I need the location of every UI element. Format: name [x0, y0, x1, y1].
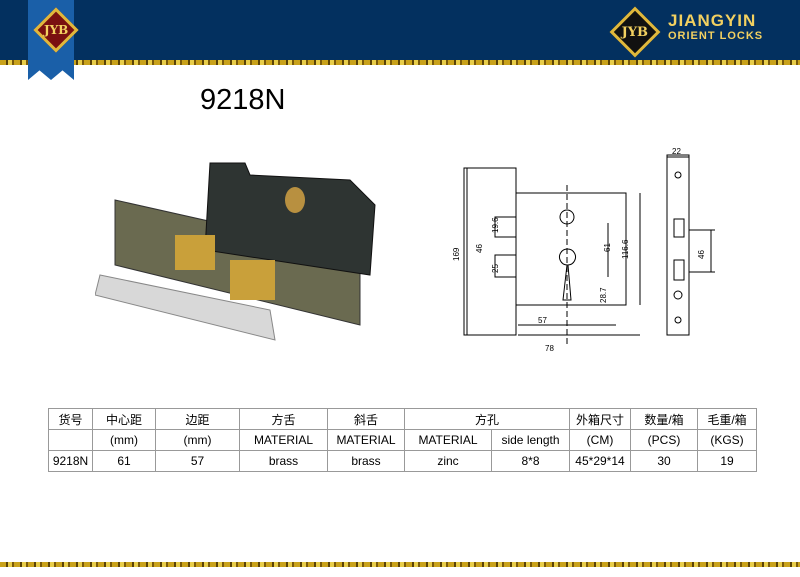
cell: (CM) [569, 429, 631, 451]
cell: MATERIAL [327, 429, 405, 451]
table-row: (mm) (mm) MATERIAL MATERIAL MATERIAL sid… [48, 429, 757, 451]
cell: MATERIAL [239, 429, 328, 451]
dim-116-6: 116.6 [621, 239, 630, 259]
product-title: 9218N [200, 84, 286, 116]
cell: brass [327, 450, 405, 472]
spec-table: 货号 中心距 边距 方舌 斜舌 方孔 外箱尺寸 数量/箱 毛重/箱 (mm) (… [48, 408, 757, 472]
gold-border-bottom [0, 562, 800, 567]
dim-19-6: 19.6 [491, 217, 500, 233]
lock-photo [95, 162, 376, 341]
header-bar [0, 0, 800, 60]
gold-border-top [0, 60, 800, 65]
dim-46: 46 [475, 244, 484, 253]
dim-28-7: 28.7 [599, 287, 608, 303]
cell: 方孔 [404, 408, 570, 430]
cell: (KGS) [697, 429, 757, 451]
cell: zinc [404, 450, 492, 472]
brand-line2: ORIENT LOCKS [668, 30, 764, 42]
cell: 外箱尺寸 [569, 408, 631, 430]
table-row: 货号 中心距 边距 方舌 斜舌 方孔 外箱尺寸 数量/箱 毛重/箱 [48, 408, 757, 430]
cell: (PCS) [630, 429, 698, 451]
dim-46-faceplate: 46 [697, 250, 706, 259]
cell: 9218N [48, 450, 93, 472]
brand-line1: JIANGYIN [668, 11, 757, 30]
dim-22: 22 [672, 147, 681, 156]
cell: 斜舌 [327, 408, 405, 430]
cell: 8*8 [491, 450, 570, 472]
cell: brass [239, 450, 328, 472]
cell: 方舌 [239, 408, 328, 430]
dim-61: 61 [603, 243, 612, 252]
cell: MATERIAL [404, 429, 492, 451]
cell: 19 [697, 450, 757, 472]
dim-78: 78 [545, 344, 554, 353]
cell: (mm) [155, 429, 240, 451]
cell: 毛重/箱 [697, 408, 757, 430]
cell: 货号 [48, 408, 93, 430]
cell: 61 [92, 450, 156, 472]
cell [48, 429, 93, 451]
brand-name: JIANGYIN ORIENT LOCKS [668, 12, 763, 42]
dim-57: 57 [538, 316, 547, 325]
cell: 边距 [155, 408, 240, 430]
table-row: 9218N 61 57 brass brass zinc 8*8 45*29*1… [48, 450, 757, 472]
cell: (mm) [92, 429, 156, 451]
cell: 30 [630, 450, 698, 472]
dim-169: 169 [452, 247, 461, 261]
dim-25: 25 [491, 264, 500, 273]
cell: 中心距 [92, 408, 156, 430]
cell: 45*29*14 [569, 450, 631, 472]
cell: side length [491, 429, 570, 451]
cell: 数量/箱 [630, 408, 698, 430]
cell: 57 [155, 450, 240, 472]
technical-drawing: 169 19.6 46 25 61 116.6 28.7 57 78 22 46 [452, 147, 715, 353]
